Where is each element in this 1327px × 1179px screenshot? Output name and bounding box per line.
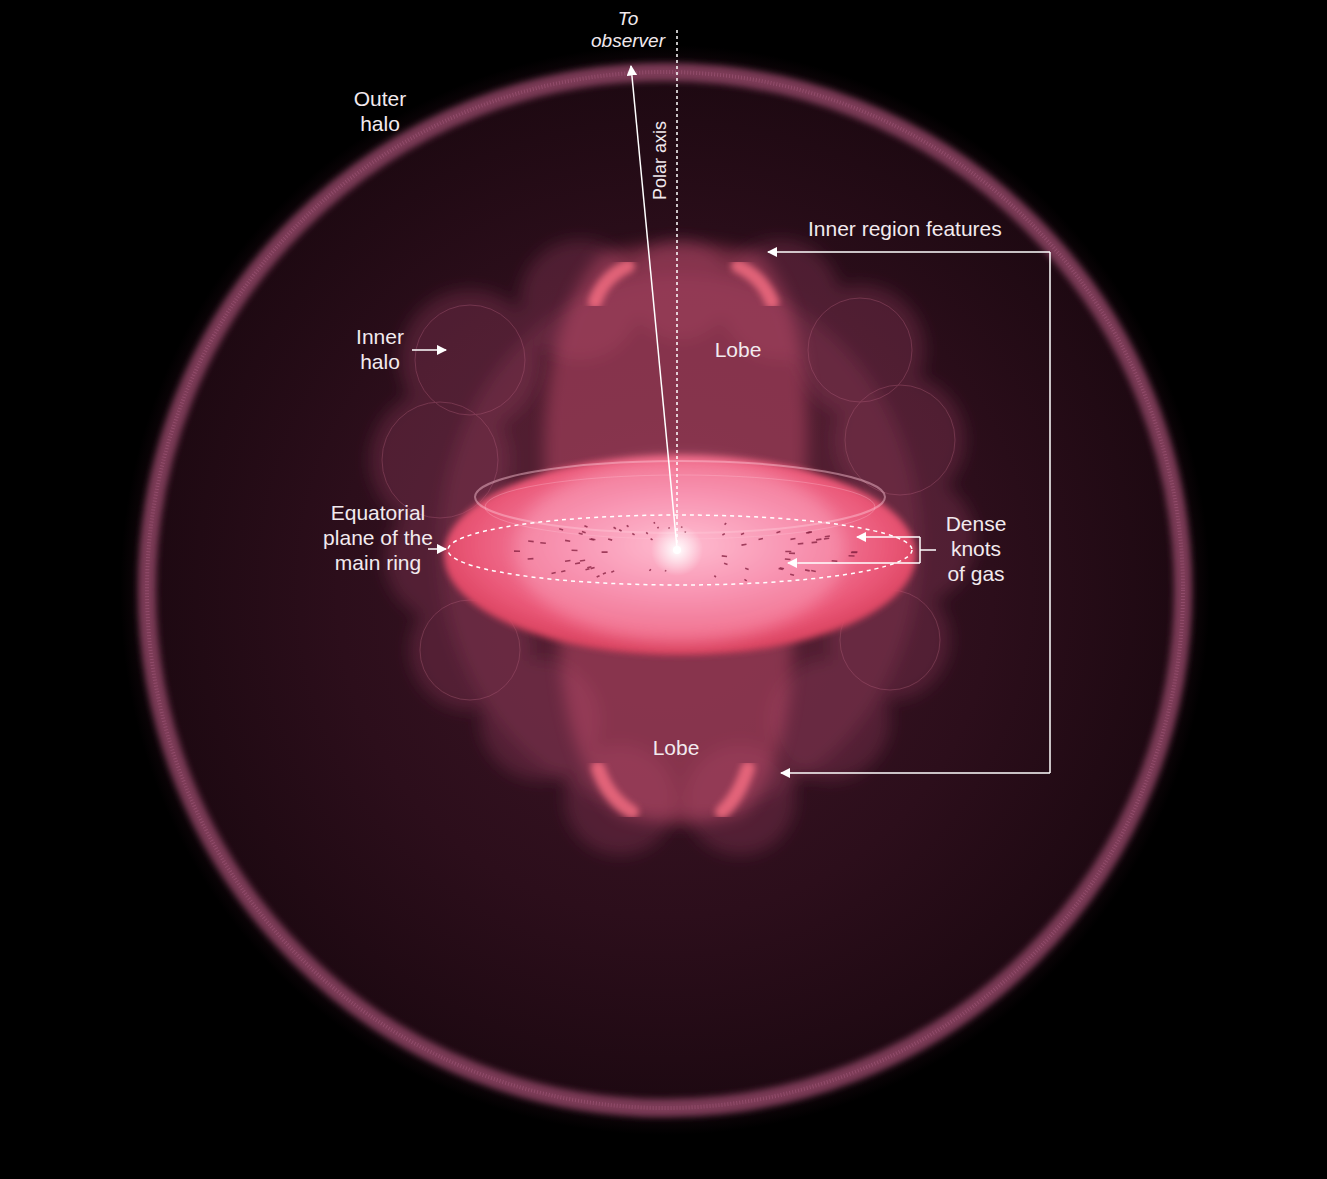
gas-knot [608,539,612,540]
region-label: Outer halo [340,86,420,136]
gas-knot [559,529,563,530]
gas-knot [561,571,565,572]
observer-arrow [631,66,677,548]
gas-knot [724,563,727,564]
inner-halo [370,240,975,855]
gas-knot [565,540,570,542]
gas-knot [811,570,816,573]
gas-knot [597,576,600,577]
gas-knot [540,542,546,544]
gas-knot [579,533,583,534]
gas-knot [816,538,821,540]
observer-label: To observer [582,8,674,52]
group-label: Inner region features [808,216,1002,241]
gas-knot [602,551,608,553]
gas-knot [780,568,784,569]
inner-region-bracket [768,252,1050,773]
gas-knot [580,559,585,561]
gas-knot [825,535,830,537]
inner-halo-pointer [412,349,446,351]
outer-halo-ring-grain [147,72,1183,1108]
gas-knot [741,543,746,545]
gas-knot [591,539,595,540]
outer-halo-ring [147,72,1183,1108]
main-ring [444,455,916,655]
region-label: Dense knots of gas [940,511,1012,586]
gas-knot [587,567,591,568]
gas-knot [651,539,653,540]
gas-knot [807,531,812,534]
gas-knot [759,539,763,540]
gas-knot [824,538,829,540]
region-label: Lobe [641,735,711,760]
gas-knot [572,550,578,552]
gas-knot [789,552,795,554]
region-label: Equatorial plane of the main ring [323,500,433,575]
gas-knot [584,526,587,527]
gas-knot [785,558,791,560]
gas-knot [611,571,614,572]
region-label: Inner halo [347,324,413,374]
gas-knot [649,569,650,570]
gas-knot [725,523,727,524]
dense-knots-bracket [788,537,936,563]
outer-halo-fill [120,45,1210,1135]
gas-knot [785,551,791,553]
gas-knot [852,551,858,553]
gas-knot [646,532,648,533]
gas-knots [514,522,858,581]
gas-knot [591,567,595,568]
gas-knot [744,579,746,580]
gas-knot [585,569,589,570]
gas-knot [575,562,580,564]
gas-knot [790,574,794,575]
polar-axis-line [676,30,678,545]
gas-knot [722,555,727,557]
gas-knot [832,560,838,562]
gas-knot [849,555,855,557]
gas-knot [745,568,748,569]
gas-knot [653,522,655,523]
axis-label: Polar axis [650,111,671,211]
gas-knot [582,532,586,533]
gas-knot [812,541,818,543]
gas-knot [514,550,520,552]
gas-knot [528,558,534,560]
gas-knot [776,532,780,533]
gas-knot [741,533,744,534]
gas-knot [603,573,606,574]
gas-knot [619,530,621,531]
gas-knot [851,552,857,554]
gas-knot [805,569,810,572]
gas-knot [798,543,804,545]
gas-knot [790,538,795,540]
gas-knot [627,525,629,526]
gas-knot [565,560,570,562]
gas-knot [714,576,716,577]
gas-knot [614,527,616,528]
gas-knot [657,527,659,528]
equatorial-plane [448,515,912,585]
central-star-glow [651,524,703,576]
gas-knot [528,540,534,542]
gas-knot [552,572,556,573]
gas-knot [632,534,634,535]
region-label: Lobe [703,337,773,362]
gas-knot [722,534,724,535]
upper-lobe [544,244,807,491]
